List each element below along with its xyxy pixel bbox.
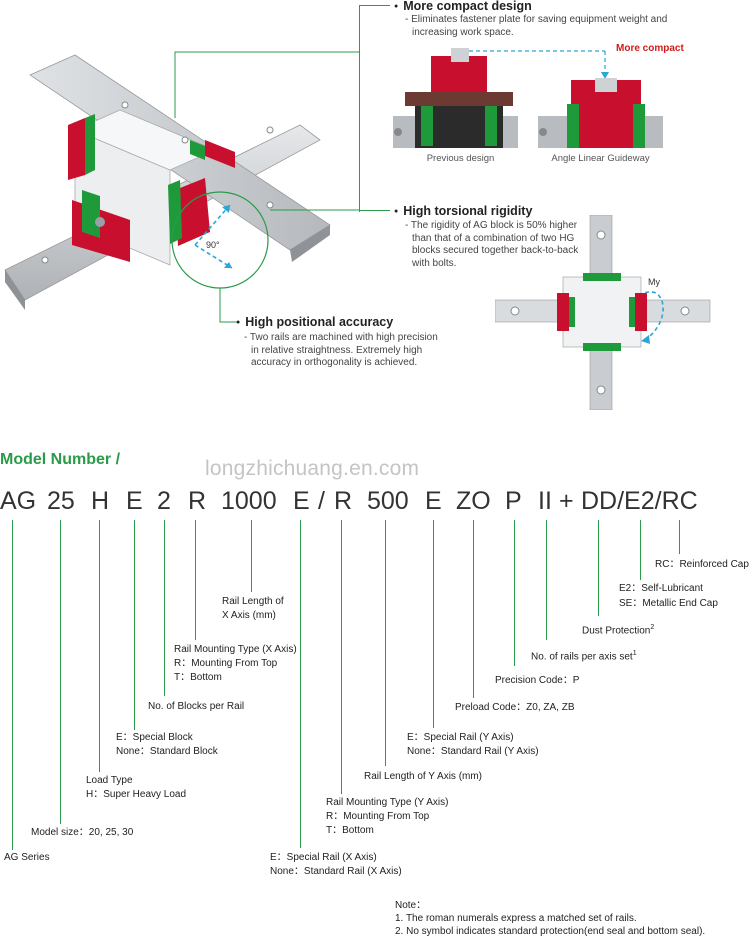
rigidity-illustration — [494, 214, 715, 411]
more-compact-label: More compact — [616, 43, 684, 54]
label-blocks: No. of Blocks per Rail — [148, 701, 245, 712]
notes-block: Note： 1. The roman numerals express a ma… — [395, 899, 705, 938]
leader-dust — [598, 520, 599, 616]
angle-label: 90° — [206, 240, 220, 250]
code-mount-x: R — [188, 487, 207, 515]
leader-e2 — [640, 520, 641, 580]
code-slash: / — [318, 487, 325, 515]
code-size: 25 — [47, 487, 75, 515]
angle-guideway-caption: Angle Linear Guideway — [551, 153, 650, 164]
feature-compact-desc: - Eliminates fastener plate for saving e… — [405, 14, 668, 38]
notes-title: Note： — [395, 900, 427, 911]
label-length-x-1: Rail Length of — [222, 596, 284, 607]
leader-rc — [679, 520, 680, 554]
label-load-heavy: H：Super Heavy Load — [86, 789, 187, 800]
label-length-y: Rail Length of Y Axis (mm) — [364, 771, 483, 782]
moment-label: My — [648, 277, 660, 287]
label-rail-y-standard: None：Standard Rail (Y Axis) — [407, 746, 539, 757]
code-series: AG — [0, 487, 37, 515]
leader-rails — [546, 520, 547, 640]
code-load: H — [91, 487, 110, 515]
note-2: 2. No symbol indicates standard protecti… — [395, 926, 706, 937]
label-load-type: Load Type — [86, 775, 133, 786]
leader-rail-x — [300, 520, 301, 848]
leader-mount-y — [341, 520, 342, 794]
label-mount-y-bottom: T：Bottom — [326, 825, 374, 836]
label-se: SE：Metallic End Cap — [619, 598, 718, 609]
label-rails: No. of rails per axis set1 — [531, 650, 637, 663]
label-mount-x-bottom: T：Bottom — [174, 672, 222, 683]
label-mount-y: Rail Mounting Type (Y Axis) — [326, 797, 449, 808]
code-block: E — [126, 487, 143, 515]
leader-load — [99, 520, 100, 772]
leader-series — [12, 520, 13, 850]
connector-line — [359, 5, 360, 212]
label-mount-y-top: R：Mounting From Top — [326, 811, 430, 822]
feature-accuracy-title: High positional accuracy — [236, 315, 393, 329]
code-preload: ZO — [456, 487, 491, 515]
label-length-x-2: X Axis (mm) — [222, 610, 276, 621]
code-rail-x: E — [293, 487, 310, 515]
leader-length-y — [385, 520, 386, 766]
label-block-standard: None：Standard Block — [116, 746, 218, 757]
code-mount-y: R — [334, 487, 353, 515]
connector-line — [360, 5, 390, 6]
compact-comparison-illustration — [393, 44, 693, 154]
connector-line — [360, 210, 390, 211]
crossed-guideway-illustration — [0, 0, 361, 330]
label-e2: E2：Self-Lubricant — [619, 583, 703, 594]
label-dust: Dust Protection2 — [582, 624, 655, 637]
label-mount-x: Rail Mounting Type (X Axis) — [174, 644, 297, 655]
label-block-special: E：Special Block — [116, 732, 193, 743]
watermark: longzhichuang.en.com — [205, 457, 420, 480]
leader-length-x — [251, 520, 252, 592]
feature-rigidity-desc: - The rigidity of AG block is 50% higher… — [405, 220, 579, 269]
leader-precision — [514, 520, 515, 666]
code-rails: II — [538, 487, 552, 515]
code-plus: + — [559, 487, 574, 515]
label-mount-x-top: R：Mounting From Top — [174, 658, 278, 669]
code-options: DD/E2/RC — [581, 487, 698, 515]
label-rail-x-standard: None：Standard Rail (X Axis) — [270, 866, 402, 877]
code-blocks-count: 2 — [157, 487, 171, 515]
feature-compact-title: More compact design — [394, 0, 532, 13]
label-rc: RC：Reinforced Cap — [655, 559, 749, 570]
leader-rail-y — [433, 520, 434, 728]
code-rail-y: E — [425, 487, 442, 515]
code-precision: P — [505, 487, 522, 515]
previous-design-caption: Previous design — [426, 153, 495, 164]
label-rail-x-special: E：Special Rail (X Axis) — [270, 852, 377, 863]
leader-block — [134, 520, 135, 730]
label-size: Model size：20, 25, 30 — [31, 827, 134, 838]
label-series: AG Series — [4, 852, 50, 863]
label-preload: Preload Code：Z0, ZA, ZB — [455, 702, 575, 713]
leader-preload — [473, 520, 474, 698]
model-code-row: AG 25 H E 2 R 1000 E / R 500 E ZO P II +… — [0, 487, 750, 519]
leader-mount-x — [195, 520, 196, 640]
feature-rigidity-title: High torsional rigidity — [394, 204, 532, 218]
model-number-title: Model Number / — [0, 451, 121, 468]
leader-blocks-count — [164, 520, 165, 696]
note-1: 1. The roman numerals express a matched … — [395, 913, 637, 924]
feature-accuracy-desc: - Two rails are machined with high preci… — [244, 332, 438, 368]
label-rail-y-special: E：Special Rail (Y Axis) — [407, 732, 514, 743]
code-length-x: 1000 — [221, 487, 277, 515]
code-length-y: 500 — [367, 487, 409, 515]
label-precision: Precision Code：P — [495, 675, 580, 686]
leader-size — [60, 520, 61, 824]
